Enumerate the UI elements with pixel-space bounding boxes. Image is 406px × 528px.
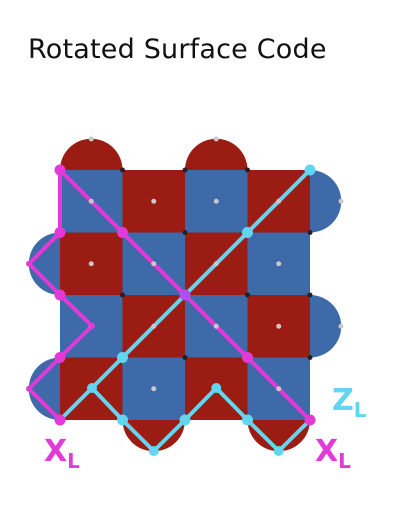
data-qubit xyxy=(54,414,66,426)
ancilla-dot xyxy=(213,198,219,204)
x-logical-label-right: XL xyxy=(315,434,351,473)
z-logical-qubit xyxy=(148,446,159,456)
data-qubit xyxy=(54,289,66,301)
ancilla-dot xyxy=(213,136,219,142)
z-logical-qubit xyxy=(211,383,222,393)
boundary-plaquette xyxy=(185,138,248,170)
data-qubit xyxy=(182,230,188,235)
data-qubit xyxy=(304,414,316,426)
data-qubit xyxy=(245,292,250,298)
x-logical-label-left: XL xyxy=(44,434,80,473)
ancilla-dot xyxy=(338,323,344,329)
ancilla-dot xyxy=(276,198,282,204)
data-qubit xyxy=(54,164,66,176)
data-qubit xyxy=(245,167,250,173)
x-logical-qubit xyxy=(26,385,32,392)
ancilla-dot xyxy=(151,261,157,267)
x-logical-qubit xyxy=(26,260,32,267)
boundary-plaquette xyxy=(28,357,60,420)
data-qubit xyxy=(242,227,253,238)
qubit-layer xyxy=(26,136,344,456)
data-qubit xyxy=(120,292,125,298)
ancilla-dot xyxy=(276,323,282,329)
z-logical-qubit xyxy=(273,446,284,456)
data-qubit xyxy=(307,292,313,298)
data-qubit xyxy=(307,230,313,235)
data-qubit xyxy=(117,227,128,238)
ancilla-dot xyxy=(213,261,219,267)
data-qubit xyxy=(182,167,188,173)
boundary-plaquette xyxy=(60,138,123,170)
boundary-plaquette xyxy=(122,420,185,452)
page-title: Rotated Surface Code xyxy=(28,34,327,65)
z-logical-label: ZL xyxy=(332,383,367,422)
data-qubit xyxy=(179,289,191,301)
data-qubit xyxy=(304,164,316,176)
boundary-plaquette xyxy=(310,170,342,233)
z-logical-boundary-path xyxy=(90,386,312,453)
ancilla-dot xyxy=(276,386,282,392)
ancilla-dot xyxy=(338,198,344,204)
ancilla-dot xyxy=(88,136,94,142)
data-qubit xyxy=(182,355,188,360)
data-qubit xyxy=(54,352,66,363)
boundary-plaquette xyxy=(247,420,310,452)
data-qubit xyxy=(117,352,128,363)
boundary-plaquette xyxy=(310,295,342,358)
x-logical-left-path xyxy=(27,168,94,422)
ancilla-dot xyxy=(88,261,94,267)
ancilla-dot xyxy=(276,261,282,267)
data-qubit xyxy=(242,352,253,363)
ancilla-dot xyxy=(151,198,157,204)
ancilla-dot xyxy=(151,386,157,392)
ancilla-dot xyxy=(151,323,157,329)
data-qubit xyxy=(307,355,313,360)
ancilla-dot xyxy=(213,323,219,329)
data-qubit xyxy=(242,414,253,426)
data-qubit xyxy=(179,414,191,426)
data-qubit xyxy=(117,414,128,426)
x-logical-qubit xyxy=(89,323,95,329)
boundary-plaquette xyxy=(28,232,60,295)
data-qubit xyxy=(120,167,125,173)
ancilla-dot xyxy=(88,198,94,204)
z-logical-qubit xyxy=(87,383,97,393)
data-qubit xyxy=(54,227,66,238)
